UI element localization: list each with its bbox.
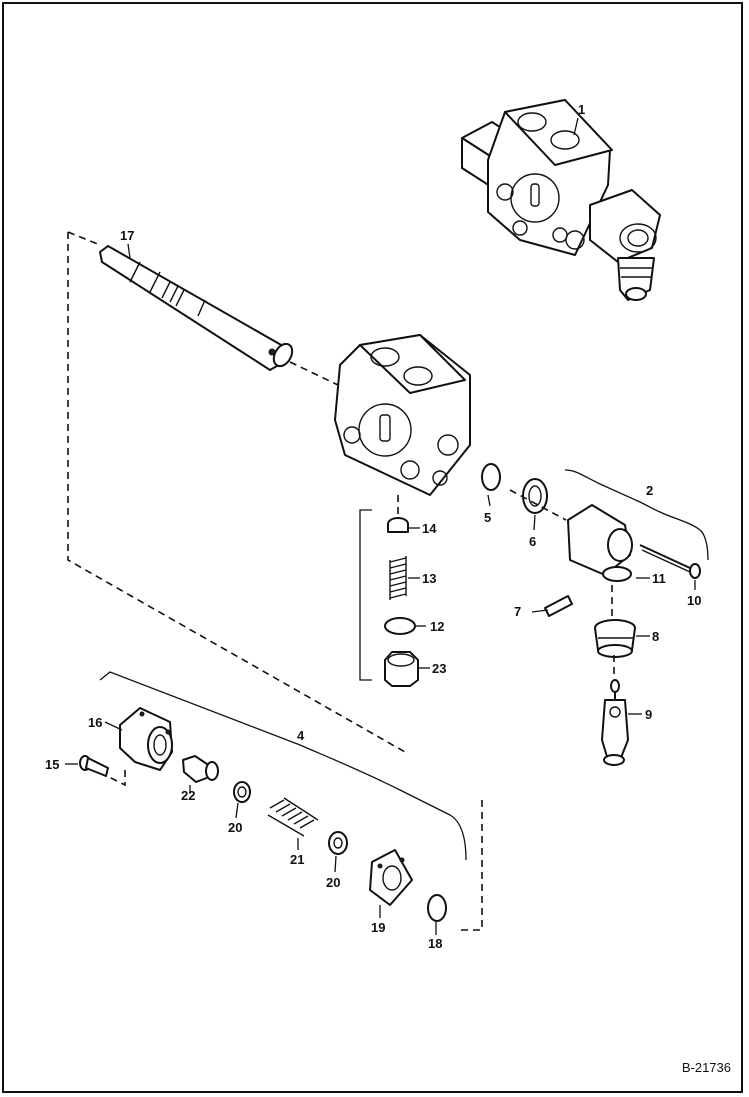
detent-stack — [384, 495, 419, 687]
leader-lines — [65, 117, 696, 935]
bolt-10 — [639, 544, 701, 579]
detent-bracket — [359, 509, 372, 681]
callout-13: 13 — [422, 571, 436, 586]
o-ring-18 — [427, 894, 447, 922]
o-ring-12 — [384, 617, 416, 635]
callout-20b: 20 — [326, 875, 340, 890]
callout-19: 19 — [371, 920, 385, 935]
cap-11 — [567, 504, 633, 582]
spring-13 — [389, 556, 407, 600]
callout-20a: 20 — [228, 820, 242, 835]
callout-8: 8 — [652, 629, 659, 644]
callout-1: 1 — [578, 102, 585, 117]
callout-2: 2 — [646, 483, 653, 498]
callout-5: 5 — [484, 510, 491, 525]
callout-17: 17 — [120, 228, 134, 243]
o-ring-5 — [481, 463, 501, 491]
washer-20b — [328, 831, 348, 855]
callout-12: 12 — [430, 619, 444, 634]
figure-reference: B-21736 — [681, 1060, 731, 1075]
callout-4: 4 — [297, 728, 305, 743]
callout-18: 18 — [428, 936, 442, 951]
group-4-brace — [99, 671, 467, 861]
valve-housing — [334, 334, 471, 496]
valve-section-assembly — [461, 99, 661, 301]
callout-16: 16 — [88, 715, 102, 730]
callout-9: 9 — [645, 707, 652, 722]
cup-8 — [594, 619, 636, 658]
plug-23 — [384, 651, 419, 687]
screw-15 — [79, 755, 109, 777]
callout-7: 7 — [514, 604, 521, 619]
callout-10: 10 — [687, 593, 701, 608]
callout-11: 11 — [652, 571, 666, 586]
cover-19 — [369, 849, 413, 906]
callout-21: 21 — [290, 852, 304, 867]
washer-20a — [233, 781, 251, 803]
spool-alignment-line — [67, 232, 406, 753]
piston-22 — [182, 755, 219, 783]
seal-6 — [522, 478, 548, 514]
clevis-9 — [601, 679, 629, 766]
callout-15: 15 — [45, 757, 59, 772]
callout-22: 22 — [181, 788, 195, 803]
spring-21 — [267, 797, 319, 837]
callout-14: 14 — [422, 521, 437, 536]
callout-6: 6 — [529, 534, 536, 549]
pin-7 — [544, 595, 573, 617]
callout-23: 23 — [432, 661, 446, 676]
housing-16 — [119, 707, 173, 771]
group-2-brace — [564, 469, 709, 561]
spool — [99, 245, 294, 371]
